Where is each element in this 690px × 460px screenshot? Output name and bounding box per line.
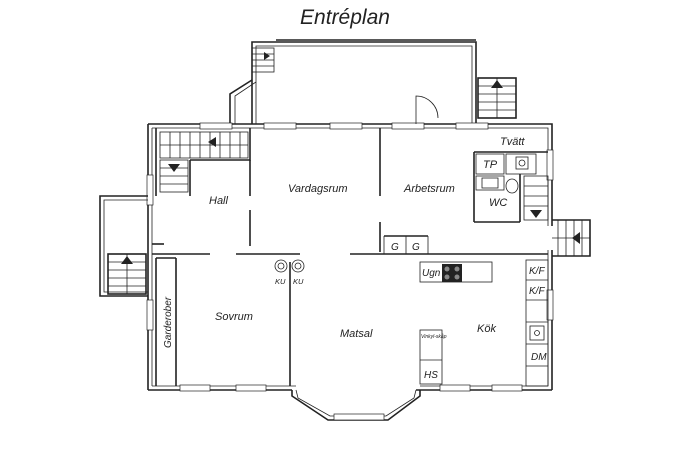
- laundry-fixtures: [475, 153, 549, 221]
- top-veranda: [229, 39, 477, 124]
- room-label-garderober: Garderober: [163, 296, 174, 348]
- fixture-label-g2: G: [412, 242, 420, 253]
- fixture-label-kf2: K/F: [529, 286, 545, 297]
- veranda-stair-right: [477, 77, 517, 119]
- interior-walls: [152, 128, 549, 387]
- room-labels: Hall Vardagsrum Arbetsrum Tvätt TP WC So…: [163, 136, 525, 348]
- stove-hob: [442, 264, 462, 282]
- veranda-door: [415, 95, 439, 124]
- veranda-stair-left: [251, 47, 275, 73]
- right-porch: [552, 219, 591, 257]
- fixture-label-ku1: KU: [275, 277, 286, 286]
- tiled-stoves: [274, 259, 305, 273]
- windows: [146, 122, 554, 421]
- fixture-label-g1: G: [391, 242, 399, 253]
- left-porch: [99, 195, 148, 297]
- plan-title: Entréplan: [300, 6, 390, 29]
- room-label-arbetsrum: Arbetsrum: [403, 183, 455, 195]
- fixture-labels: G G Ugn KU KU K/F K/F DM HS Vinkyl-skåp: [275, 242, 547, 381]
- fixture-label-ku2: KU: [293, 277, 304, 286]
- fixture-label-ugn: Ugn: [422, 268, 441, 279]
- interior-stair: [155, 128, 251, 196]
- room-label-kok: Kök: [477, 323, 496, 335]
- room-label-tp: TP: [483, 159, 498, 171]
- room-label-tvatt: Tvätt: [500, 136, 525, 148]
- fixture-label-kf1: K/F: [529, 266, 545, 277]
- room-label-sovrum: Sovrum: [215, 311, 253, 323]
- fixture-label-dm: DM: [531, 352, 547, 363]
- room-label-matsal: Matsal: [340, 328, 373, 340]
- room-label-vardagsrum: Vardagsrum: [288, 183, 348, 195]
- kitchen-sink: [529, 325, 545, 341]
- fixture-label-hs: HS: [424, 370, 438, 381]
- room-label-wc: WC: [489, 197, 507, 209]
- room-label-hall: Hall: [209, 195, 229, 207]
- fixture-label-vinskap: Vinkyl-skåp: [421, 333, 447, 340]
